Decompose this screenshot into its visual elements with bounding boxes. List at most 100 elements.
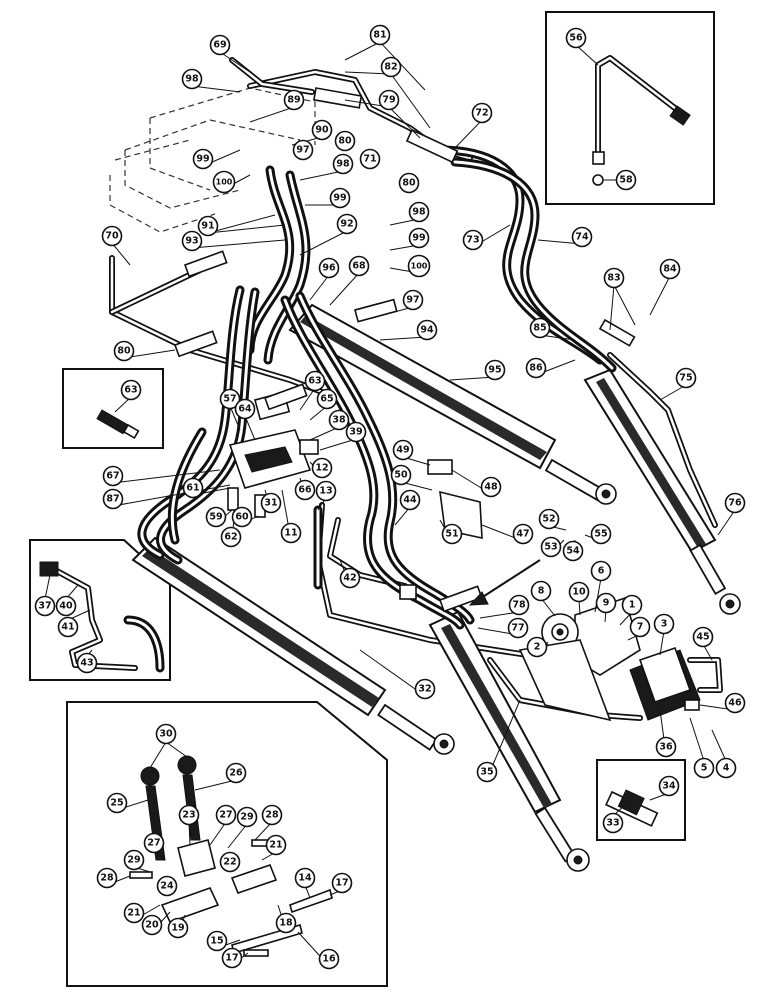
callout-c11: 11 [280, 522, 302, 544]
callout-circle [220, 526, 242, 548]
assembly-arrow [468, 559, 541, 606]
callout-circle [55, 595, 77, 617]
callout-circle [380, 56, 402, 78]
callout-label: 20 [145, 920, 159, 931]
callout-label: 76 [728, 498, 742, 509]
callout-label: 84 [663, 264, 677, 275]
callout-circle [181, 68, 203, 90]
callout-c53: 53 [540, 536, 562, 558]
callout-c98a: 98 [181, 68, 203, 90]
callout-label: 29 [240, 812, 253, 823]
callout-c97b: 97 [402, 289, 424, 311]
callout-c30: 30 [155, 723, 177, 745]
callout-c40: 40 [55, 595, 77, 617]
callout-c58: 58 [615, 169, 637, 191]
callout-label: 66 [298, 485, 312, 496]
callout-c80a: 80 [334, 130, 356, 152]
callout-circle [182, 477, 204, 499]
callout-c9: 9 [595, 592, 617, 614]
callout-c99c: 99 [408, 227, 430, 249]
callout-circle [408, 227, 430, 249]
callout-label: 100 [216, 178, 233, 187]
callout-c100b: 100 [407, 254, 431, 278]
callout-circle [339, 567, 361, 589]
callout-c71: 71 [359, 148, 381, 170]
callout-c92: 92 [336, 213, 358, 235]
callout-circle [471, 102, 493, 124]
callout-circle [390, 464, 412, 486]
callout-label: 39 [349, 427, 362, 438]
callout-circle [311, 457, 333, 479]
callout-circle [294, 867, 316, 889]
callout-c76: 76 [724, 492, 746, 514]
callout-circle [102, 488, 124, 510]
callout-label: 64 [238, 404, 252, 415]
callout-c45: 45 [692, 626, 714, 648]
callout-label: 26 [229, 768, 243, 779]
callout-label: 34 [662, 781, 676, 792]
callout-c46: 46 [724, 692, 746, 714]
callout-label: 28 [100, 873, 114, 884]
callout-c54: 54 [562, 540, 584, 562]
callout-circle [462, 229, 484, 251]
callout-circle [294, 479, 316, 501]
callout-c91: 91 [197, 215, 219, 237]
callout-c32: 32 [414, 678, 436, 700]
callout-c17a: 17 [331, 872, 353, 894]
callout-c5: 5 [693, 757, 715, 779]
callout-circle [215, 804, 237, 826]
callout-label: 47 [516, 529, 529, 540]
callout-label: 5 [701, 763, 708, 774]
callout-circle [399, 489, 421, 511]
callout-circle [530, 580, 552, 602]
tilt-cylinder-right [583, 368, 741, 615]
callout-circle [101, 225, 123, 247]
callout-circle [143, 832, 165, 854]
callout-circle [336, 213, 358, 235]
callout-label: 65 [320, 394, 333, 405]
callout-label: 60 [235, 512, 249, 523]
callout-label: 78 [512, 600, 526, 611]
callout-label: 86 [529, 363, 543, 374]
callout-circle [629, 616, 651, 638]
callout-c74: 74 [571, 226, 593, 248]
callout-circle [236, 806, 258, 828]
callout-c41: 41 [57, 616, 79, 638]
callout-label: 80 [402, 178, 416, 189]
callout-c63a: 63 [120, 379, 142, 401]
callout-circle [260, 492, 282, 514]
callout-c69: 69 [209, 34, 231, 56]
callout-label: 96 [322, 263, 336, 274]
callout-circle [292, 139, 314, 161]
callout-circle [658, 775, 680, 797]
callout-circle [280, 522, 302, 544]
callout-circle [392, 439, 414, 461]
callout-c19: 19 [167, 917, 189, 939]
callout-label: 21 [127, 908, 140, 919]
callout-c39: 39 [345, 421, 367, 443]
callout-circle [621, 594, 643, 616]
callout-label: 22 [223, 857, 236, 868]
callout-label: 13 [319, 486, 332, 497]
callout-label: 18 [279, 918, 293, 929]
callout-circle [120, 379, 142, 401]
callout-circle [283, 89, 305, 111]
callout-circle [206, 930, 228, 952]
callout-label: 90 [315, 125, 329, 136]
callout-label: 63 [308, 376, 321, 387]
callout-circle [724, 492, 746, 514]
callout-label: 99 [333, 193, 346, 204]
callout-c73: 73 [462, 229, 484, 251]
callout-label: 80 [338, 136, 352, 147]
callout-c37: 37 [34, 595, 56, 617]
callout-circle [265, 834, 287, 856]
callout-label: 29 [127, 855, 140, 866]
callout-c3: 3 [653, 613, 675, 635]
hydraulic-hoses [137, 145, 617, 630]
callout-circle [540, 536, 562, 558]
callout-c49: 49 [392, 439, 414, 461]
callout-label: 70 [105, 231, 119, 242]
callout-circle [225, 762, 247, 784]
callout-label: 81 [373, 30, 386, 41]
callout-label: 75 [679, 373, 692, 384]
